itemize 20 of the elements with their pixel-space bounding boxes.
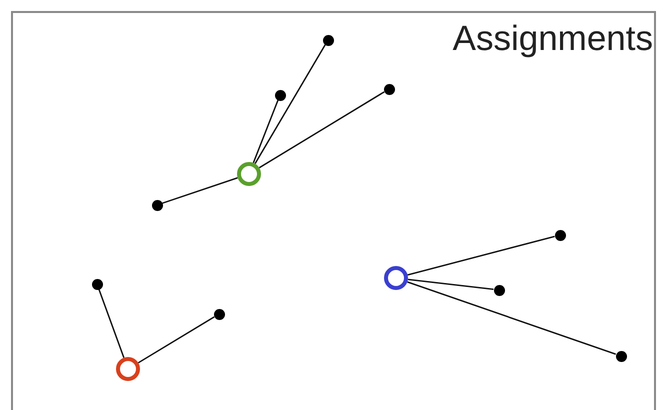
title: Assignments: [452, 18, 653, 60]
assignment-line: [252, 100, 279, 164]
data-point: [616, 350, 626, 362]
centroid-marker: [384, 266, 408, 290]
assignment-line: [162, 177, 238, 204]
assignment-line: [407, 236, 555, 276]
data-point: [214, 308, 224, 320]
centroid-marker: [237, 162, 261, 186]
assignment-line: [98, 288, 125, 358]
data-point: [92, 278, 102, 290]
data-point: [384, 84, 394, 94]
data-point: [494, 284, 504, 296]
assignment-line: [407, 281, 616, 355]
assignment-line: [254, 44, 326, 164]
data-point: [274, 90, 286, 100]
centroid-marker: [116, 357, 140, 381]
data-point: [554, 230, 566, 240]
assignment-line: [408, 278, 494, 290]
data-point: [152, 200, 162, 210]
data-point: [322, 34, 334, 46]
